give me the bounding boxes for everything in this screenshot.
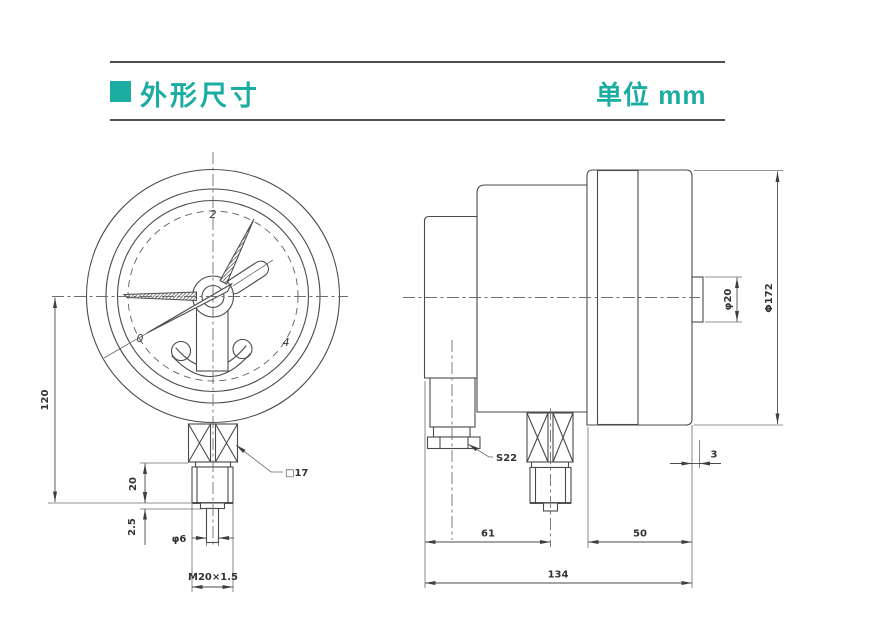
bracket-screw-left xyxy=(170,340,192,362)
dim-phi6: φ6 xyxy=(172,534,234,546)
leader-line xyxy=(467,443,493,458)
dim-label-phi6: φ6 xyxy=(172,534,187,545)
thread-connector xyxy=(191,466,234,504)
dim-label-phi20: φ20 xyxy=(723,289,734,311)
set-pointer-upper xyxy=(219,218,255,285)
dim-label-phi172: Φ172 xyxy=(764,283,775,312)
dim-120: 120 xyxy=(40,297,193,504)
zero-adjust-knob xyxy=(691,276,704,323)
dim-61: 61 xyxy=(425,529,551,544)
dial-number-left: 0 xyxy=(137,332,144,345)
dim-label-flats: □17 xyxy=(285,468,308,479)
front-view: 2 0 4 xyxy=(40,152,348,592)
dim-label-3: 3 xyxy=(711,450,718,461)
side-stem xyxy=(526,412,574,512)
unit-label: 单位 mm xyxy=(596,80,707,110)
dim-phi20: φ20 xyxy=(723,277,739,322)
dim-s22: S22 xyxy=(467,443,517,464)
dim-label-50: 50 xyxy=(633,529,647,540)
dim-wrench-flats: □17 xyxy=(235,444,308,479)
dim-label-s22: S22 xyxy=(496,453,517,464)
stem-step xyxy=(199,502,226,510)
case-body xyxy=(476,184,589,413)
leader-line xyxy=(235,444,283,473)
side-view: S22 Φ172 φ20 61 50 xyxy=(403,169,783,588)
dim-label-thread: M20×1.5 xyxy=(188,572,238,583)
section-title: 外形尺寸 xyxy=(140,81,260,111)
gland-nut xyxy=(426,436,481,450)
dim-phi172: Φ172 xyxy=(764,171,780,424)
bracket-outer-arc xyxy=(171,353,251,377)
stem-tail xyxy=(205,507,220,544)
dim-50: 50 xyxy=(588,529,692,544)
stem-washer xyxy=(530,461,570,469)
dim-label-20: 20 xyxy=(128,477,139,491)
header-bottom-rule xyxy=(110,119,725,121)
block-cross-hatch xyxy=(526,412,574,463)
dim-label-2-5: 2.5 xyxy=(127,518,138,536)
dim-label-61: 61 xyxy=(481,529,495,540)
dial-number-right: 4 xyxy=(283,336,290,349)
dim-134: 134 xyxy=(425,570,692,585)
knob-axis-line xyxy=(232,259,274,287)
zero-position-line xyxy=(103,331,150,359)
dim-label-120: 120 xyxy=(40,390,51,411)
dim-thread-spec: M20×1.5 xyxy=(188,504,238,592)
dim-label-134: 134 xyxy=(548,570,569,581)
dim-20: 20 xyxy=(128,462,188,503)
dim-3: 3 xyxy=(670,450,721,466)
dim-2-5: 2.5 xyxy=(127,489,202,545)
wrench-flats-block xyxy=(526,412,574,463)
cable-gland xyxy=(429,377,476,428)
section-bullet-icon xyxy=(110,81,131,102)
bracket-screw-right xyxy=(232,338,253,360)
header-top-rule xyxy=(110,61,725,63)
block-cross-hatch xyxy=(187,423,239,463)
